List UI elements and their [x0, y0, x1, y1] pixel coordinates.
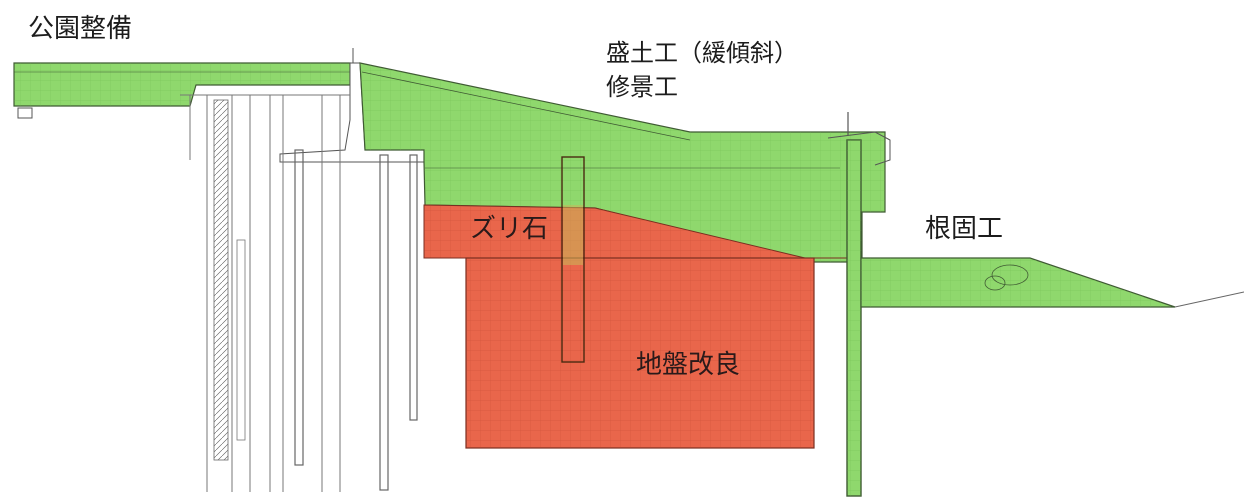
drain-column: [561, 156, 585, 363]
root-protection-label: 根固工: [925, 214, 1004, 244]
landscape-label: 修景工: [606, 73, 678, 101]
embankment-fill-area: [359, 62, 891, 263]
quay-wall-structure: [180, 48, 425, 492]
ground-improvement-block: [465, 257, 815, 449]
ground-improvement-label: 地盤改良: [636, 350, 741, 380]
park-fill-area: [13, 62, 351, 119]
steel-sheet-pile: [846, 139, 862, 497]
rubble-label: ズリ石: [470, 214, 549, 244]
embankment-label: 盛土工（緩傾斜）: [606, 39, 798, 67]
park-label: 公園整備: [28, 14, 133, 44]
root-protection-area: [860, 257, 1244, 308]
